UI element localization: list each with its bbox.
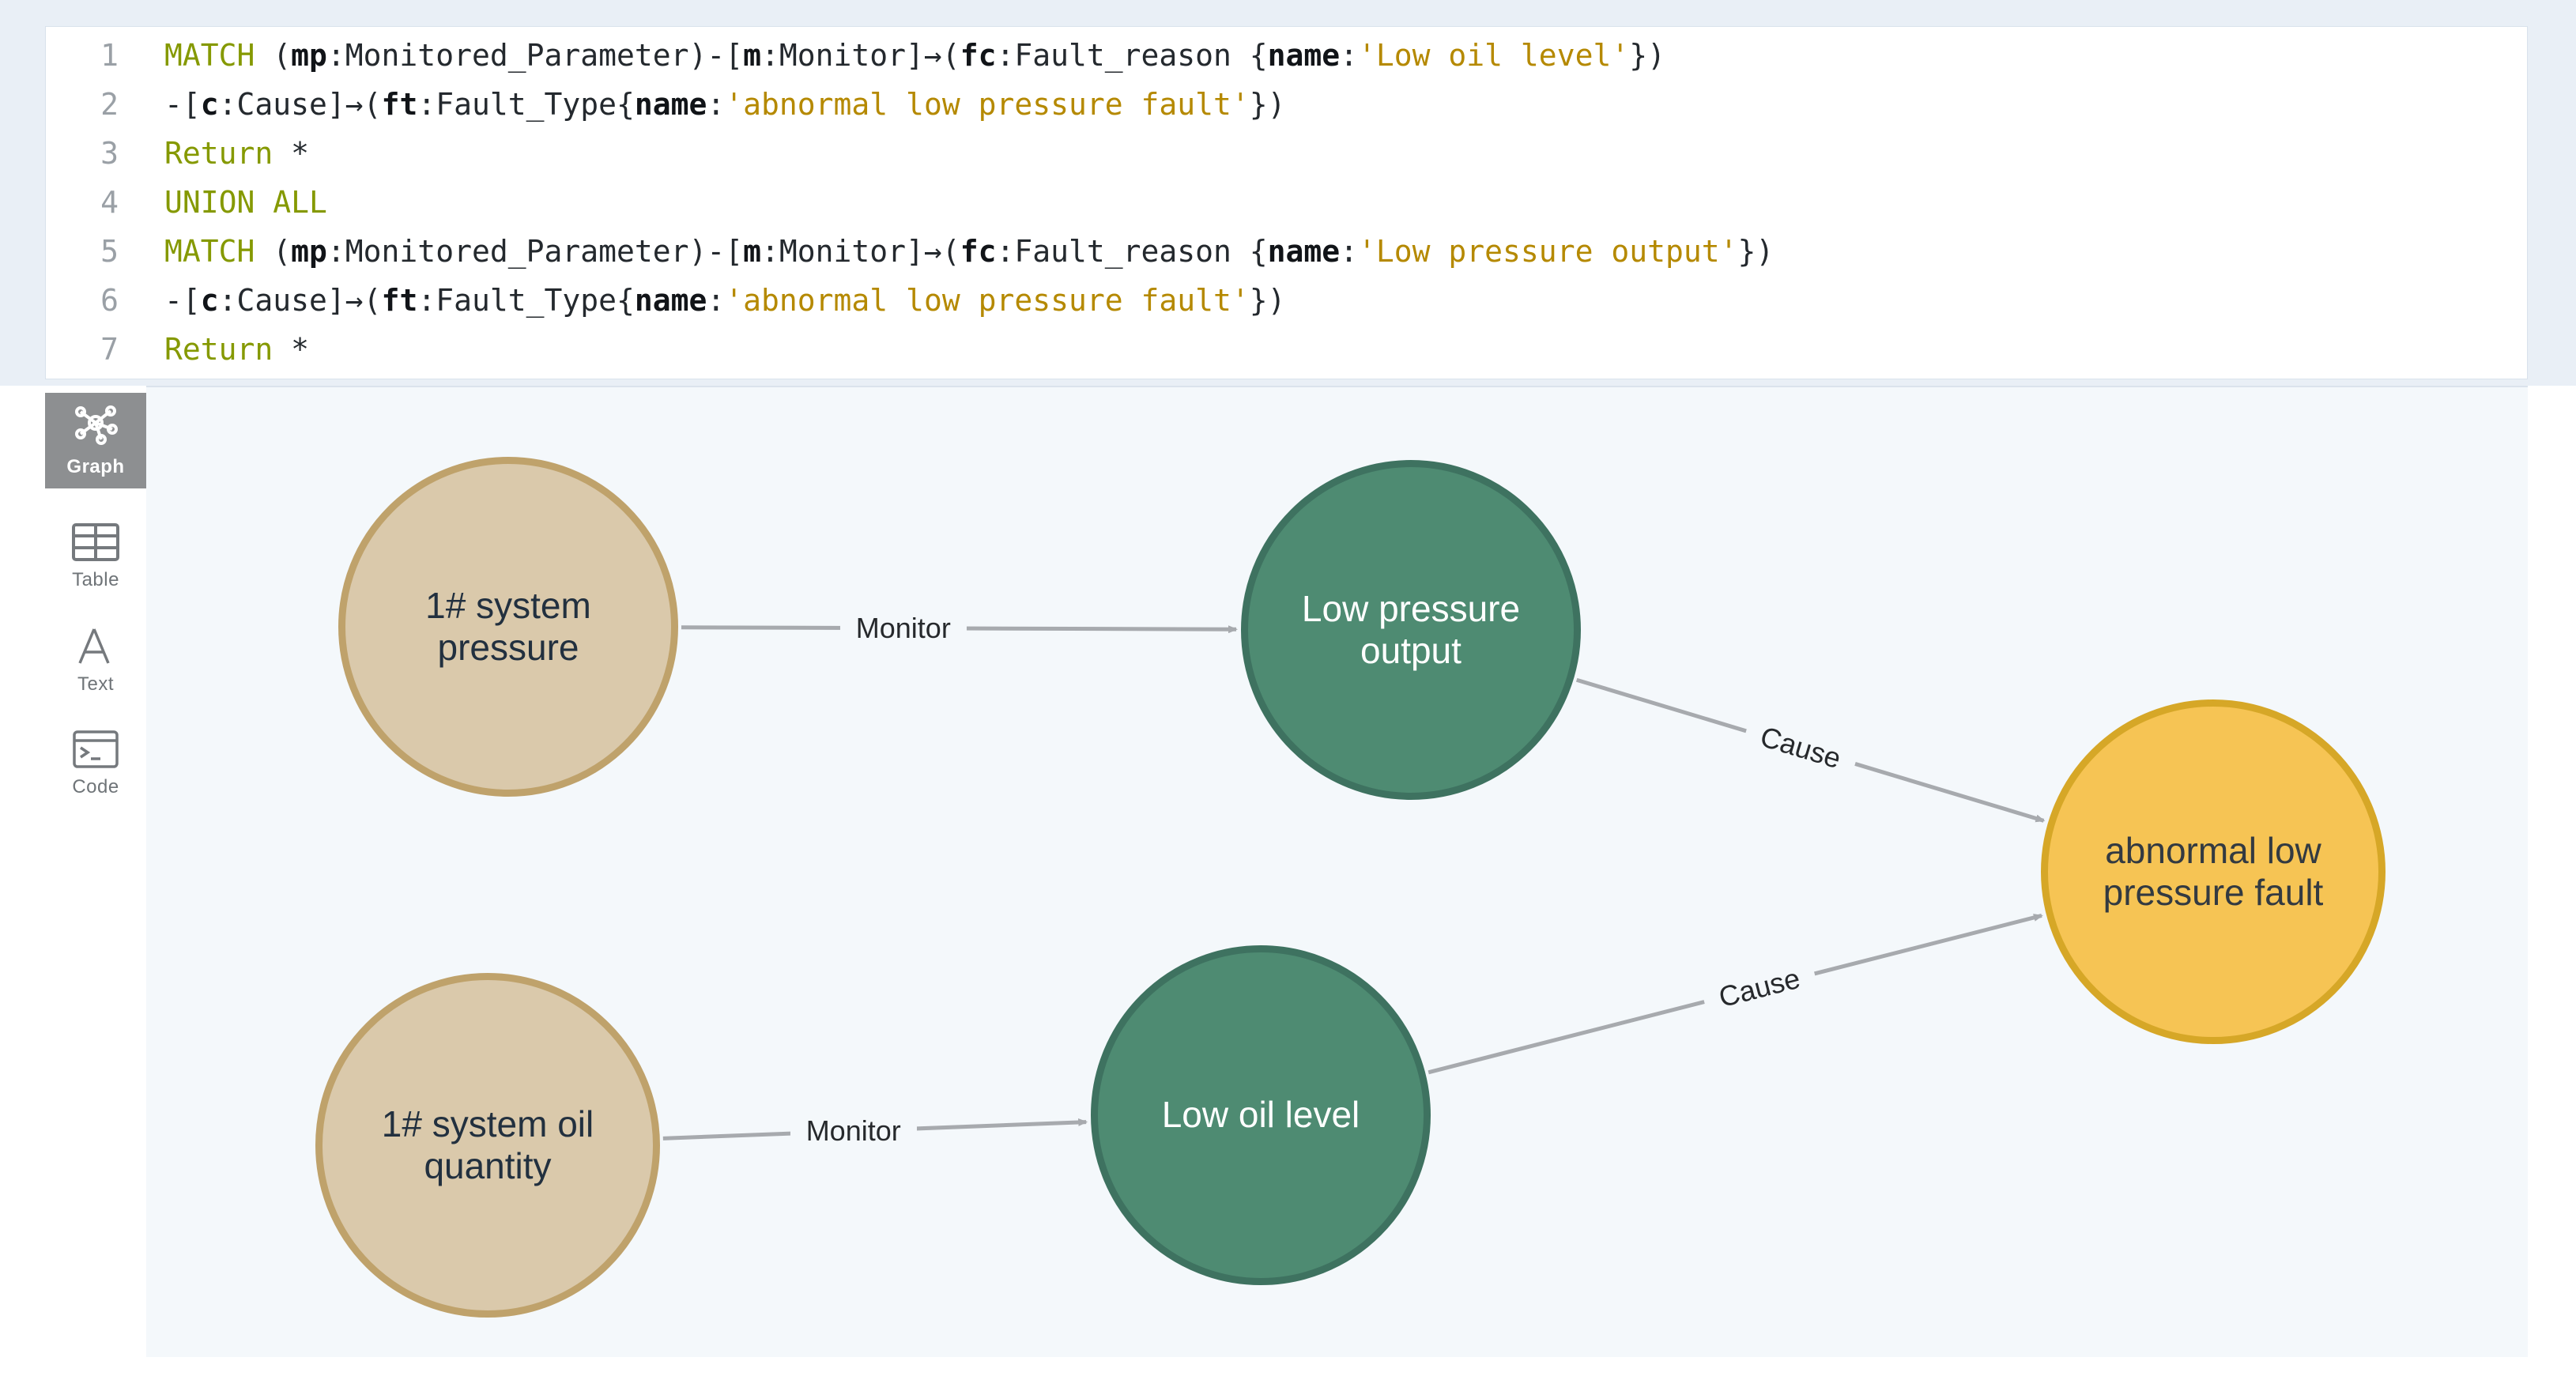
graph-icon [71,404,120,448]
table-icon [72,523,119,561]
graph-node-n1[interactable]: 1# system pressure [338,457,678,797]
node-label: Low pressure output [1301,587,1521,671]
code-text: Return * [164,136,310,171]
line-number: 7 [100,332,119,367]
sidebar-item-label: Table [72,569,119,590]
code-text: -[c:Cause]→(ft:Fault_Type{name:'abnormal… [164,283,1286,318]
sidebar-item-graph[interactable]: Graph [45,393,146,488]
code-line: 4 UNION ALL [46,178,2527,227]
code-line: 2 -[c:Cause]→(ft:Fault_Type{name:'abnorma… [46,80,2527,129]
line-number: 1 [100,38,119,73]
code-text: -[c:Cause]→(ft:Fault_Type{name:'abnormal… [164,87,1286,122]
graph-node-n2[interactable]: Low pressure output [1241,460,1581,800]
sidebar-item-text[interactable]: Text [45,626,146,696]
sidebar-item-code[interactable]: Code [45,730,146,798]
line-number: 2 [100,87,119,122]
code-text: Return * [164,332,310,367]
code-text: UNION ALL [164,185,327,220]
graph-node-n5[interactable]: Low oil level [1091,945,1431,1285]
graph-node-n3[interactable]: abnormal low pressure fault [2041,699,2386,1044]
edge-label-monitor: Monitor [839,609,967,647]
line-number: 3 [100,136,119,171]
code-line: 6 -[c:Cause]→(ft:Fault_Type{name:'abnorma… [46,276,2527,325]
graph-node-n4[interactable]: 1# system oil quantity [315,973,660,1318]
code-text: MATCH (mp:Monitored_Parameter)-[m:Monito… [164,234,1775,269]
code-line: 1 MATCH (mp:Monitored_Parameter)-[m:Monit… [46,31,2527,80]
sidebar-item-label: Code [72,776,119,797]
line-number: 4 [100,185,119,220]
line-number: 5 [100,234,119,269]
result-view-sidebar: Graph Table Text Code [45,386,146,1357]
node-label: 1# system pressure [425,584,591,668]
text-icon [74,626,118,665]
sidebar-item-table[interactable]: Table [45,523,146,591]
code-icon [73,730,119,768]
sidebar-item-label: Graph [66,455,125,477]
node-label: abnormal low pressure fault [2103,829,2324,913]
code-line: 7 Return * [46,325,2527,374]
edge-label-monitor: Monitor [790,1113,917,1150]
code-text: MATCH (mp:Monitored_Parameter)-[m:Monito… [164,38,1665,73]
node-label: 1# system oil quantity [381,1103,594,1186]
node-label: Low oil level [1161,1094,1360,1136]
line-number: 6 [100,283,119,318]
sidebar-item-label: Text [77,673,114,695]
code-line: 5 MATCH (mp:Monitored_Parameter)-[m:Monit… [46,227,2527,276]
code-line: 3 Return * [46,129,2527,178]
